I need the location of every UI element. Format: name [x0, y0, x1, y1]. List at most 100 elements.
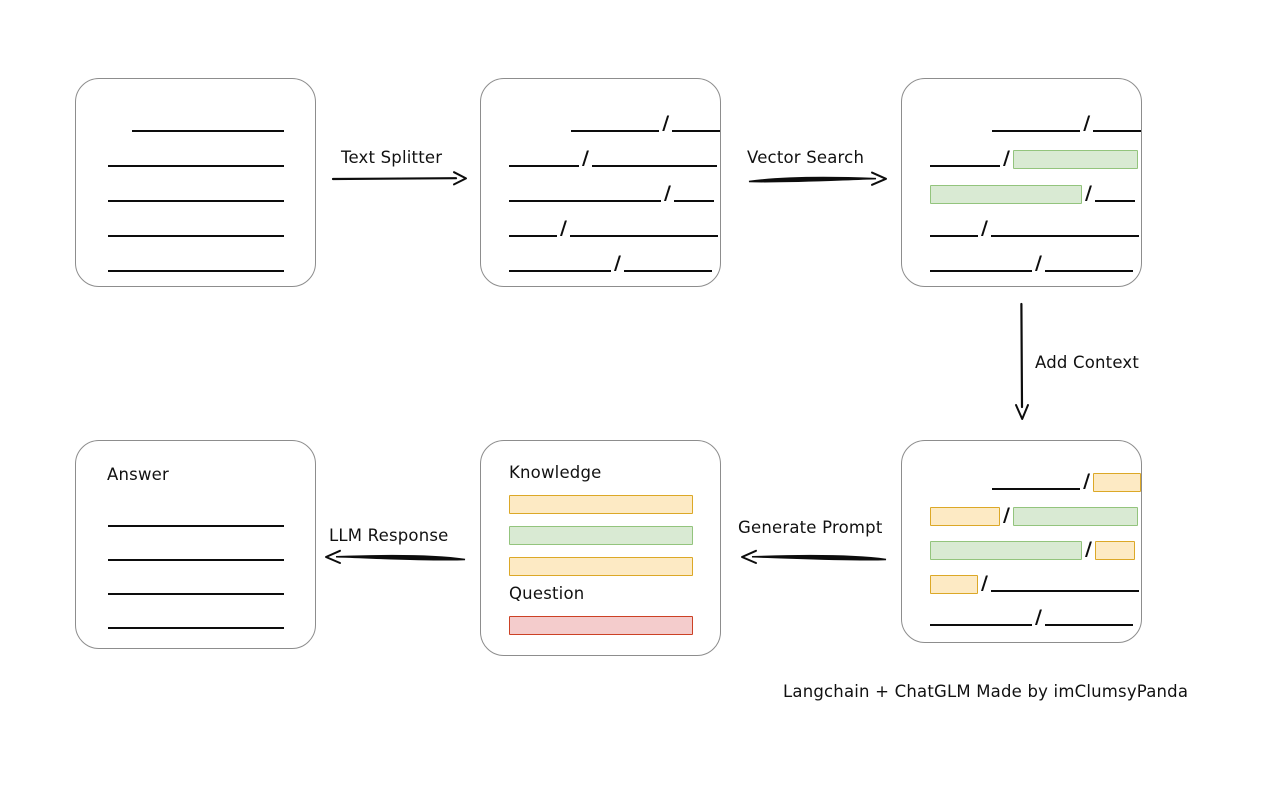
document-line [76, 115, 315, 133]
chunk-separator-slash: / [1035, 605, 1042, 628]
document-line: / [481, 216, 720, 239]
chunk-separator-slash: / [560, 216, 567, 239]
text-line-segment [673, 200, 714, 202]
document-line [76, 578, 315, 596]
document-line [76, 612, 315, 630]
edge-label-add-context: Add Context [1035, 353, 1140, 372]
document-line: / [902, 146, 1141, 169]
document-line: / [902, 537, 1141, 560]
split-chunks-lines: / / / / / [481, 79, 720, 286]
knowledge-bar-yellow [509, 495, 693, 514]
document-line: / [481, 251, 720, 274]
chunk-separator-slash: / [582, 146, 589, 169]
node-context-chunks[interactable]: / / / / / [901, 440, 1142, 643]
document-line [76, 185, 315, 203]
text-line-segment [623, 270, 712, 272]
chunk-separator-slash: / [1085, 537, 1092, 560]
text-line-segment [992, 488, 1081, 490]
arrow-add-context [1015, 302, 1029, 420]
text-line-segment [1044, 624, 1133, 626]
text-line-segment [569, 235, 718, 237]
document-line [76, 544, 315, 562]
arrow-generate-prompt [741, 549, 887, 564]
text-line-segment [930, 235, 978, 237]
text-line-segment [672, 130, 720, 132]
node-prompt[interactable]: Knowledge Question [480, 440, 721, 656]
text-line-segment [108, 270, 284, 272]
document-line: / [902, 181, 1141, 204]
text-line-segment [108, 235, 284, 237]
highlight-chunk-green [1012, 506, 1138, 526]
text-line-segment [990, 235, 1139, 237]
source-document-lines [76, 79, 315, 286]
edge-label-text-splitter: Text Splitter [341, 148, 443, 167]
highlight-chunk-yellow [930, 506, 1000, 526]
highlight-chunk-yellow [930, 574, 978, 594]
document-line: / [902, 216, 1141, 239]
document-line [76, 220, 315, 238]
document-line [76, 150, 315, 168]
document-line: / [902, 113, 1141, 133]
text-line-segment [509, 235, 557, 237]
chunk-separator-slash: / [1003, 503, 1010, 526]
arrow-vector-search [748, 171, 887, 186]
chunk-separator-slash: / [1003, 146, 1010, 169]
document-line: / [481, 146, 720, 169]
chunk-separator-slash: / [981, 216, 988, 239]
prompt-knowledge-title: Knowledge [509, 463, 602, 482]
text-line-segment [571, 130, 660, 132]
document-line: / [902, 251, 1141, 274]
text-line-segment [509, 200, 661, 202]
answer-title: Answer [107, 465, 169, 484]
document-line: / [902, 503, 1141, 526]
document-line: / [481, 181, 720, 204]
text-line-segment [108, 525, 284, 527]
chunk-separator-slash: / [981, 571, 988, 594]
document-line [76, 255, 315, 273]
chunk-separator-slash: / [1035, 251, 1042, 274]
document-line [76, 510, 315, 528]
node-vector-matches[interactable]: / / / / / [901, 78, 1142, 287]
chunk-separator-slash: / [1085, 181, 1092, 204]
context-chunks-lines: / / / / / [902, 441, 1141, 642]
node-answer[interactable]: Answer [75, 440, 316, 649]
edge-label-vector-search: Vector Search [747, 148, 865, 167]
text-line-segment [108, 165, 284, 167]
answer-lines [76, 441, 315, 648]
highlight-chunk-green [930, 184, 1082, 204]
question-bar-red [509, 616, 693, 635]
text-line-segment [930, 165, 1000, 167]
node-source-document[interactable] [75, 78, 316, 287]
arrow-llm-response [325, 549, 466, 564]
edge-label-generate-prompt: Generate Prompt [738, 518, 883, 537]
text-line-segment [930, 270, 1032, 272]
text-line-segment [1044, 270, 1133, 272]
highlight-chunk-green [1012, 149, 1138, 169]
arrow-text-splitter [331, 171, 467, 186]
document-line: / [902, 571, 1141, 594]
document-line: / [902, 605, 1141, 628]
chunk-separator-slash: / [1083, 469, 1091, 492]
text-line-segment [509, 165, 579, 167]
edge-label-llm-response: LLM Response [329, 526, 449, 545]
text-line-segment [591, 165, 717, 167]
text-line-segment [930, 624, 1032, 626]
chunk-separator-slash: / [614, 251, 621, 274]
chunk-separator-slash: / [662, 111, 670, 134]
text-line-segment [108, 593, 284, 595]
text-line-segment [992, 130, 1081, 132]
text-line-segment [108, 200, 284, 202]
document-line: / [481, 111, 720, 134]
chunk-separator-slash: / [664, 181, 671, 204]
text-line-segment [108, 627, 284, 629]
text-line-segment [990, 590, 1139, 592]
knowledge-bar-green [509, 526, 693, 545]
node-split-chunks[interactable]: / / / / / [480, 78, 721, 287]
text-line-segment [1093, 130, 1141, 132]
text-line-segment [132, 130, 284, 132]
highlight-chunk-yellow [1094, 540, 1135, 560]
text-line-segment [1094, 200, 1135, 202]
vector-matches-lines: / / / / / [902, 79, 1141, 286]
text-line-segment [509, 270, 611, 272]
